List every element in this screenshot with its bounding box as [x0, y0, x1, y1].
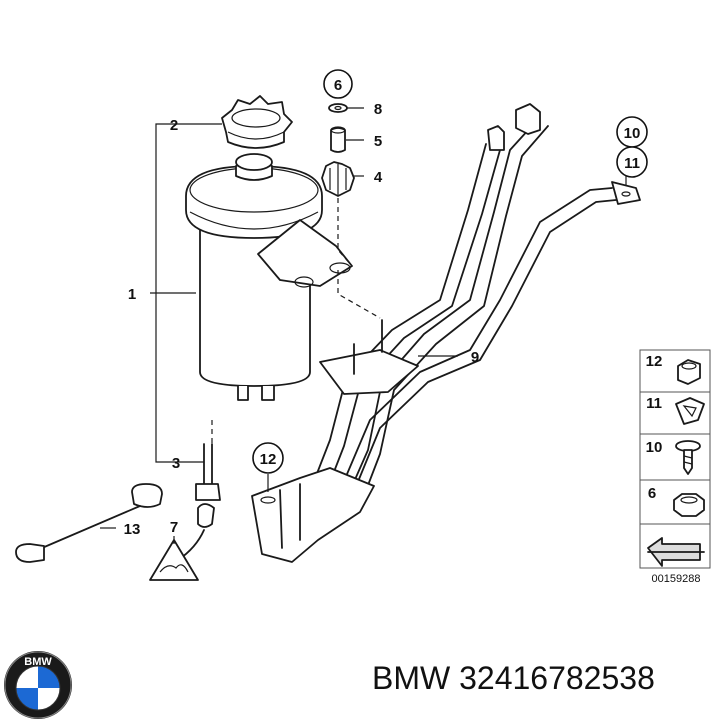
svg-text:BMW: BMW: [24, 656, 52, 668]
svg-text:6: 6: [334, 77, 342, 94]
parts-legend: 12 11 10 6 00159288: [639, 349, 711, 585]
level-sensor: [177, 420, 221, 561]
callout-1: 1: [128, 286, 136, 303]
callout-5: 5: [374, 133, 382, 150]
svg-text:11: 11: [624, 155, 640, 172]
callout-3: 3: [172, 455, 180, 472]
spring-clip-icon: [675, 397, 705, 425]
callout-13: 13: [124, 521, 141, 538]
callout-9: 9: [471, 349, 479, 366]
legend-item-10: 10: [646, 439, 663, 456]
bmw-logo: BMW: [4, 651, 72, 719]
callout-12-circle: 12: [252, 442, 284, 492]
drawing-code: 00159288: [652, 573, 701, 585]
callout-10-circle: 10: [616, 116, 648, 148]
callout-2: 2: [170, 117, 178, 134]
callout-bracket: [150, 123, 222, 463]
warning-triangle: [149, 536, 199, 581]
callout-4: 4: [374, 169, 383, 186]
svg-text:12: 12: [260, 451, 277, 468]
callout-6-circle: 6: [323, 69, 353, 99]
legend-item-6: 6: [648, 485, 656, 502]
part-number-caption: BMW 32416782538: [372, 660, 655, 696]
callout-8: 8: [374, 101, 382, 118]
nut-clip-icon: [677, 359, 701, 385]
reservoir-cap: [221, 95, 293, 149]
callout-leaders-right: [346, 107, 364, 177]
svg-text:10: 10: [624, 125, 641, 142]
hydraulic-pipes: [251, 103, 641, 563]
legend-item-11: 11: [646, 395, 662, 412]
legend-item-12: 12: [646, 353, 663, 370]
callout-7: 7: [170, 519, 178, 536]
rubber-mount-stack: [321, 103, 381, 319]
callout-11-circle: 11: [616, 146, 648, 178]
wire-harness: [15, 483, 163, 563]
